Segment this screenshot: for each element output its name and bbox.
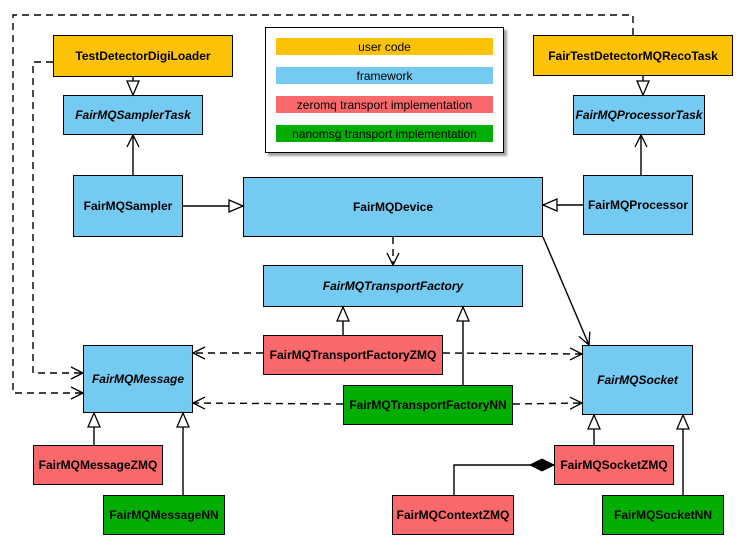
legend-item-user-code: user code [276,38,493,55]
class-box-fairmqsocket: FairMQSocket [582,345,693,415]
class-label: FairMQProcessor [587,198,689,212]
class-box-fairmqsocketzmq: FairMQSocketZMQ [554,445,674,485]
class-label: FairMQSocket [597,373,678,387]
legend-item-framework: framework [276,67,493,84]
class-box-testdetectordigiloader: TestDetectorDigiLoader [53,35,233,77]
class-box-fairmqmessage: FairMQMessage [83,345,193,413]
class-box-fairmqmessagezmq: FairMQMessageZMQ [33,445,163,485]
class-box-fairmqtransportfactorynn: FairMQTransportFactoryNN [343,385,513,425]
class-box-fairmqsocketnn: FairMQSocketNN [602,495,724,535]
class-label: FairMQSampler [83,199,173,213]
class-box-fairmqprocessortask: FairMQProcessorTask [573,95,705,135]
legend-item-nanomsg: nanomsg transport implementation [276,125,493,142]
class-box-fairmqtransportfactoryzmq: FairMQTransportFactoryZMQ [263,335,443,375]
class-label: FairMQSocketNN [613,508,713,522]
class-box-fairmqcontextzmq: FairMQContextZMQ [392,495,514,535]
class-box-fairmqdevice: FairMQDevice [243,177,543,237]
class-label: TestDetectorDigiLoader [75,49,211,63]
class-label: FairMQTransportFactory [322,279,464,293]
class-label: FairMQDevice [352,200,434,214]
class-box-fairmqprocessor: FairMQProcessor [583,175,693,235]
class-label: FairTestDetectorMQRecoTask [548,48,718,63]
class-box-fairtestdetectormqrecotask: FairTestDetectorMQRecoTask [533,35,733,76]
class-label: FairMQProcessorTask [575,108,703,122]
class-box-fairmqtransportfactory: FairMQTransportFactory [263,265,523,307]
class-label: FairMQMessageZMQ [38,458,158,472]
class-label: FairMQSocketZMQ [560,458,668,472]
class-label: FairMQMessage [91,372,185,386]
class-label: FairMQMessageNN [109,508,219,522]
legend-item-zeromq: zeromq transport implementation [276,96,493,113]
class-label: FairMQTransportFactoryZMQ [269,348,437,362]
class-label: FairMQSamplerTask [75,108,191,122]
legend-box: user code framework zeromq transport imple… [265,27,504,153]
class-box-fairmqsamplertask: FairMQSamplerTask [63,95,203,135]
class-label: FairMQContextZMQ [396,508,510,522]
class-box-fairmqsampler: FairMQSampler [73,175,183,237]
class-label: FairMQTransportFactoryNN [349,398,507,412]
class-box-fairmqmessagenn: FairMQMessageNN [103,495,225,535]
